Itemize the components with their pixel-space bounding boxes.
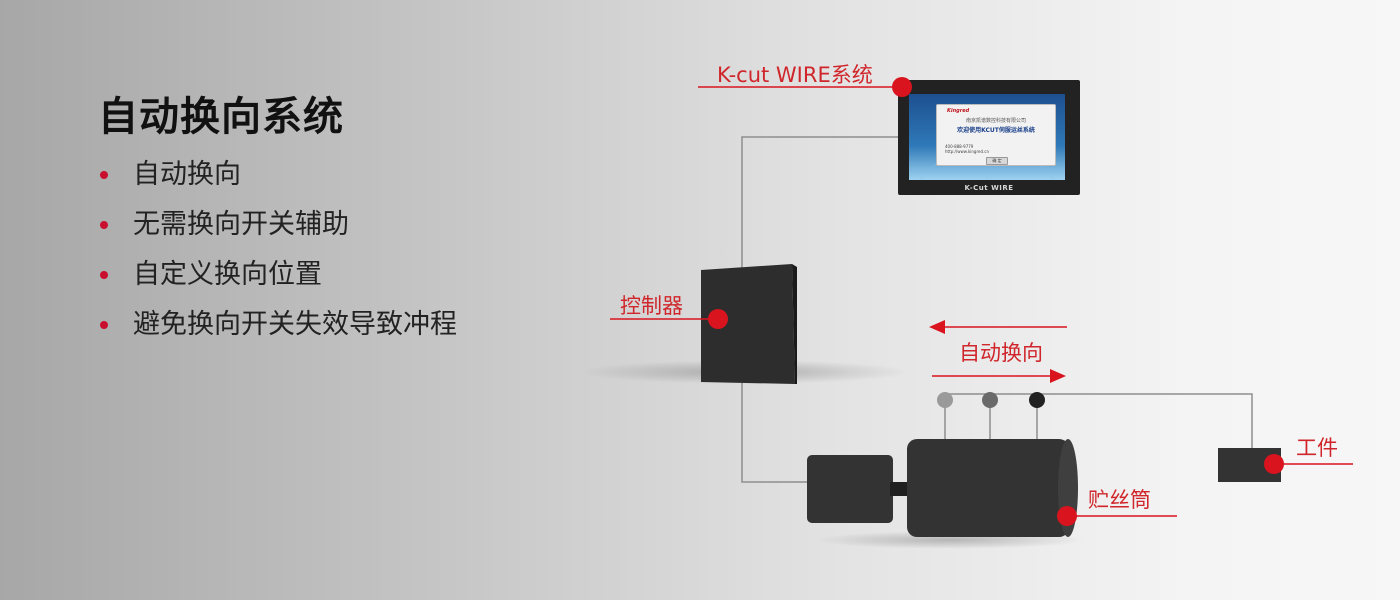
red-markers — [708, 77, 1284, 526]
dialog-ok-button[interactable]: 确 定 — [986, 157, 1008, 165]
bullet-dot-icon — [100, 271, 108, 279]
monitor-screen-ui: Kingred 南京凯谱数控科技有限公司 欢迎使用KCUT伺服运丝系统 400-… — [932, 100, 1060, 180]
controller-label: 控制器 — [620, 294, 683, 318]
list-item: 自动换向 — [100, 155, 457, 205]
drum-marker — [1057, 506, 1077, 526]
direction-label: 自动换向 — [959, 341, 1043, 365]
bullet-dot-icon — [100, 171, 108, 179]
list-item: 无需换向开关辅助 — [100, 205, 457, 255]
drum-label: 贮丝筒 — [1088, 488, 1151, 512]
monitor-label: K-cut WIRE系统 — [717, 63, 873, 87]
arrow-left-icon — [929, 320, 945, 334]
dialog-phone: 400-888-9779 — [945, 144, 974, 149]
position-sensor-2 — [982, 392, 998, 408]
monitor-brand-label: K-Cut WIRE — [964, 184, 1014, 192]
drum-body — [907, 439, 1069, 537]
page-title: 自动换向系统 — [98, 93, 344, 140]
controller-front — [701, 264, 795, 384]
bullet-text: 避免换向开关失效导致冲程 — [133, 309, 457, 340]
wire-drum — [807, 439, 1085, 549]
monitor-marker — [892, 77, 912, 97]
list-item: 避免换向开关失效导致冲程 — [100, 305, 457, 355]
workpiece-label: 工件 — [1296, 436, 1338, 460]
workpiece-marker — [1264, 454, 1284, 474]
bullet-dot-icon — [100, 321, 108, 329]
position-sensor-1 — [937, 392, 953, 408]
bullet-dot-icon — [100, 221, 108, 229]
motor-shaft — [890, 482, 912, 496]
label-leader-lines — [610, 86, 1353, 517]
bullet-text: 无需换向开关辅助 — [133, 209, 349, 240]
direction-arrows — [929, 320, 1067, 383]
wire-controller-drum — [741, 382, 810, 483]
motor-body — [807, 455, 893, 523]
controller-side — [792, 264, 797, 384]
controller-marker — [708, 309, 728, 329]
wire-sensors-workpiece — [945, 393, 1253, 448]
bullet-text: 自动换向 — [133, 159, 241, 190]
position-sensor-3 — [1029, 392, 1045, 408]
dialog-website: http://www.kingred.cn — [945, 149, 990, 154]
dialog-company: 南京凯谱数控科技有限公司 — [965, 118, 1026, 124]
wire-monitor-controller — [741, 136, 898, 268]
welcome-dialog: Kingred 南京凯谱数控科技有限公司 欢迎使用KCUT伺服运丝系统 400-… — [936, 104, 1056, 166]
kingred-logo: Kingred — [947, 108, 970, 114]
arrow-right-icon — [1050, 369, 1066, 383]
feature-list: 自动换向 无需换向开关辅助 自定义换向位置 避免换向开关失效导致冲程 — [100, 155, 457, 355]
list-item: 自定义换向位置 — [100, 255, 457, 305]
bullet-text: 自定义换向位置 — [133, 259, 322, 290]
dialog-welcome: 欢迎使用KCUT伺服运丝系统 — [957, 127, 1035, 134]
connection-wires — [741, 136, 1253, 483]
controller-box — [580, 264, 910, 384]
